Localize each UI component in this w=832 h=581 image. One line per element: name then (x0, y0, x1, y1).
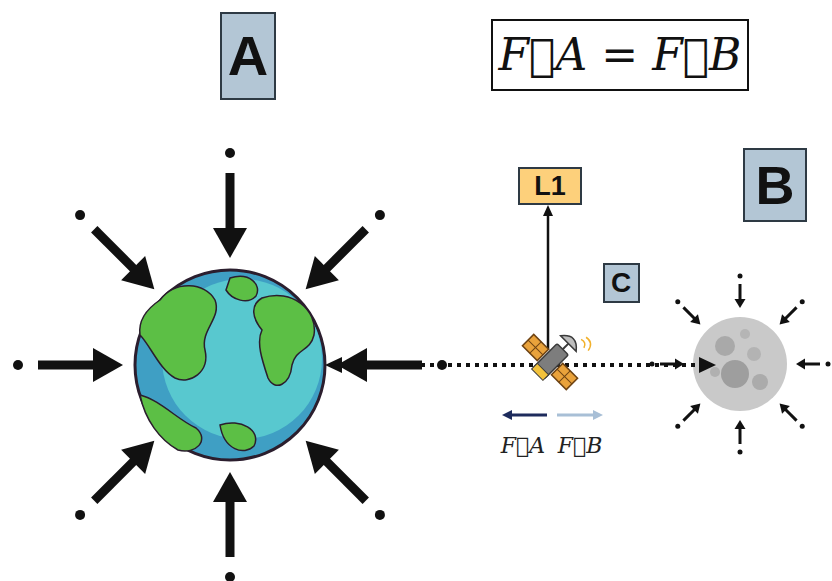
gravity-arrow (683, 404, 700, 421)
satellite-icon (515, 309, 602, 396)
gravity-arrow (735, 420, 746, 444)
gravity-arrow (213, 173, 247, 258)
equation-box: F⃗A = F⃗B (491, 19, 750, 91)
arrow-dot (225, 572, 235, 581)
gravity-arrow (94, 441, 154, 501)
gravity-arrow (683, 307, 700, 324)
arrow-dot (13, 360, 23, 370)
arrow-dot (225, 148, 235, 158)
box-text: B (756, 157, 795, 214)
arrow-dot (375, 510, 385, 520)
point-label-box: L1 (518, 167, 582, 205)
gravity-arrow (735, 284, 746, 308)
object-label-box: B (743, 148, 807, 222)
gravity-arrow (306, 229, 366, 289)
object-label-box: A (220, 12, 276, 100)
gravity-arrow (94, 229, 154, 289)
gravity-arrow (213, 472, 247, 557)
arrow-dot (75, 510, 85, 520)
gravity-arrows-earth (13, 148, 447, 581)
force-label: F⃗A (501, 434, 545, 458)
box-text: C (611, 268, 631, 297)
object-label-box: C (603, 263, 640, 303)
gravity-arrow (660, 359, 684, 370)
earth-figure (135, 270, 325, 460)
box-text: L1 (534, 172, 566, 200)
arrow-dot (75, 210, 85, 220)
box-text: F⃗A = F⃗B (499, 32, 742, 78)
gravity-arrow (780, 404, 797, 421)
force-arrow (502, 410, 547, 420)
gravity-arrow (780, 307, 797, 324)
box-text: A (228, 27, 268, 86)
arrow-dot (375, 210, 385, 220)
gravity-arrow (38, 348, 123, 382)
gravity-arrow (306, 441, 366, 501)
gravity-arrow (796, 359, 820, 370)
force-label: F⃗B (558, 434, 603, 458)
force-arrow (557, 410, 603, 420)
moon-figure (693, 317, 787, 411)
pointer-arrow (543, 205, 553, 350)
dotted-axis (325, 357, 716, 373)
